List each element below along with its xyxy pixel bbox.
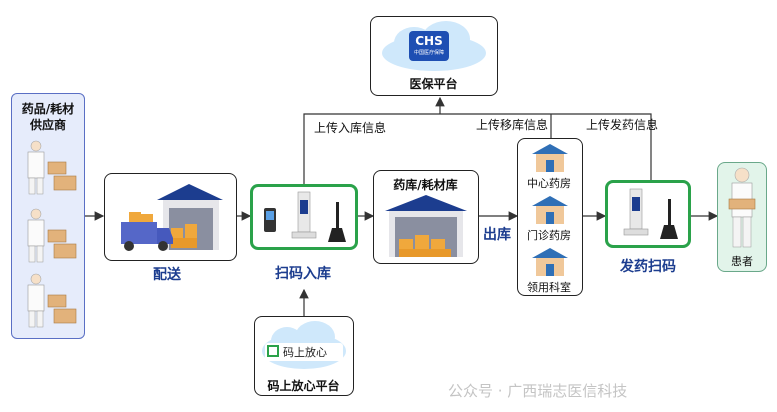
pharmacy-item-1: 门诊药房 [527,229,571,242]
scan-in-box [250,184,358,250]
warehouse-icon [385,195,467,257]
upload-in-label: 上传入库信息 [314,121,387,135]
patient-box: 患者 [717,162,767,272]
out-label: 出库 [483,227,511,243]
watermark: 公众号 · 广西瑞志医信科技 [448,382,628,400]
chs-logo: CHS 中国医疗保障 [409,31,449,61]
supplier-panel: 药品/耗材 供应商 [11,93,85,339]
supplier-worker-icon [27,273,77,328]
pharmacy-house-icon [532,196,568,224]
delivery-label: 配送 [153,267,181,283]
patient-label: 患者 [731,255,753,268]
supplier-title-line1: 药品/耗材 [21,102,75,116]
warehouse-truck-icon [121,184,223,251]
warehouse-box: 药库/耗材库 [373,170,479,264]
scanner-devices-icon [264,191,346,242]
pharmacy-item-2: 领用科室 [527,281,571,294]
pharmacy-house-icon [532,248,568,276]
supplier-title-line2: 供应商 [29,118,66,132]
chs-logo-sub: 中国医疗保障 [413,50,444,56]
patient-figure-icon [728,167,756,248]
dispense-label: 发药扫码 [620,259,676,275]
pharmacy-box: 中心药房 门诊药房 领用科室 [517,138,583,296]
trace-platform-box: 码上放心 码上放心平台 [254,316,354,396]
trace-logo-mark-icon [267,345,279,357]
upload-dispense-label: 上传发药信息 [586,118,659,132]
upload-move-label: 上传移库信息 [476,118,549,132]
supplier-worker-icon [27,140,77,195]
warehouse-title: 药库/耗材库 [393,178,458,192]
delivery-box [104,173,237,261]
pharmacy-item-0: 中心药房 [527,177,571,190]
supplier-worker-icon [27,208,77,263]
insurance-platform-box: CHS 中国医疗保障 医保平台 [370,16,498,96]
dispense-box [605,180,691,248]
trace-logo: 码上放心 [265,343,343,361]
insurance-platform-title: 医保平台 [409,77,458,91]
chs-logo-text: CHS [415,34,443,48]
trace-logo-text: 码上放心 [283,346,327,359]
pharmacy-house-icon [532,144,568,172]
scan-in-label: 扫码入库 [275,266,331,282]
trace-platform-title: 码上放心平台 [267,379,340,393]
dispense-scanner-icon [623,188,678,239]
